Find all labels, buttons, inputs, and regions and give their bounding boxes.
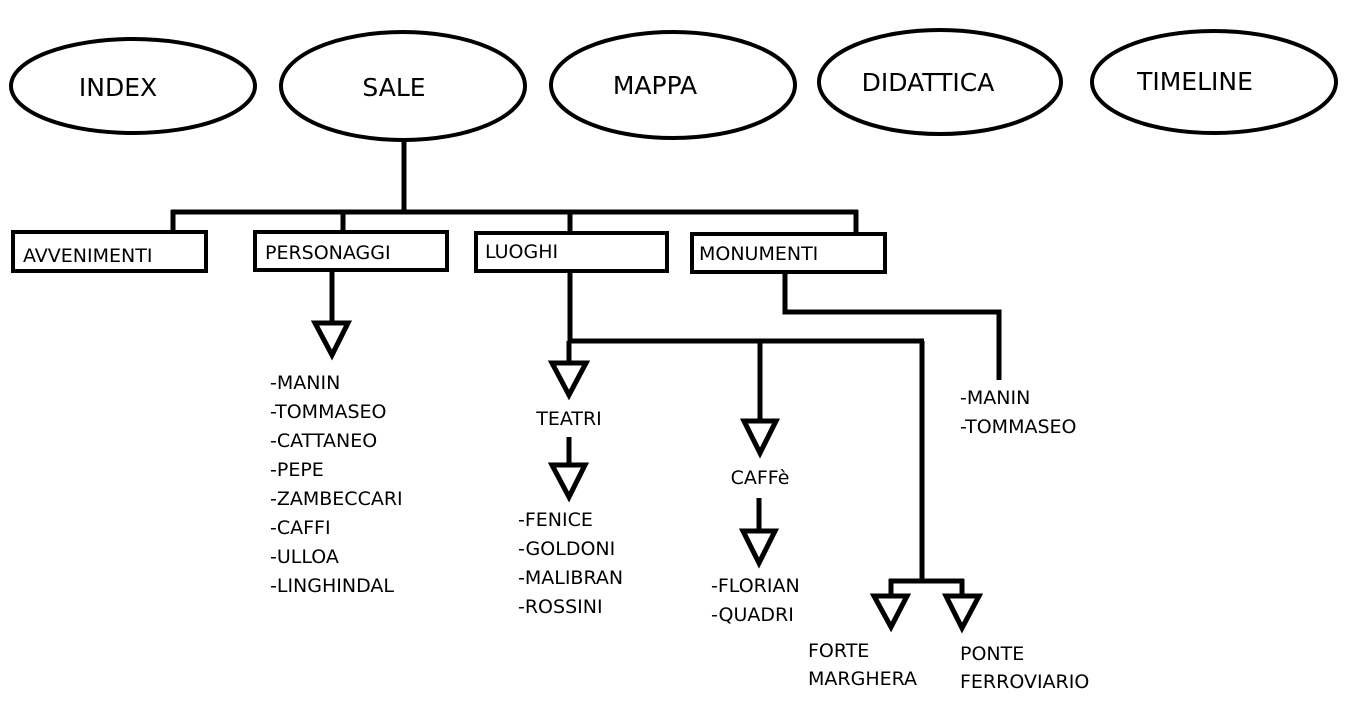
nav-timeline-label: TIMELINE	[1136, 67, 1253, 96]
luoghi-arrows	[547, 360, 984, 634]
list-item: -FENICE	[518, 509, 593, 531]
section-monumenti[interactable]: MONUMENTI	[690, 232, 887, 274]
teatri-arrow	[547, 360, 591, 401]
ponte-line1: PONTE	[960, 643, 1024, 665]
list-item: -ULLOA	[270, 546, 339, 568]
list-item: -GOLDONI	[518, 538, 615, 560]
list-item: -MANIN	[960, 387, 1030, 409]
nav-mappa-ellipse	[549, 30, 797, 140]
nav-sale[interactable]: SALE	[279, 30, 527, 142]
list-item: -TOMMASEO	[270, 401, 386, 423]
caffe-list: -FLORIAN -QUADRI	[711, 575, 800, 626]
personaggi-list: -MANIN -TOMMASEO -CATTANEO -PEPE -ZAMBEC…	[270, 372, 403, 597]
section-avvenimenti[interactable]: AVVENIMENTI	[11, 230, 208, 273]
nav-index[interactable]: INDEX	[9, 37, 257, 135]
nav-mappa-label: MAPPA	[613, 71, 697, 100]
list-item: -QUADRI	[711, 604, 794, 626]
monumenti-list: -MANIN -TOMMASEO	[960, 387, 1076, 438]
nav-didattica-label: DIDATTICA	[862, 68, 995, 97]
teatri-sub-arrow	[547, 437, 590, 503]
list-item: -PEPE	[270, 459, 324, 481]
nav-mappa[interactable]: MAPPA	[549, 30, 797, 140]
nav-didattica-ellipse	[817, 28, 1063, 136]
monumenti-connector	[782, 272, 1002, 380]
teatri-list: -FENICE -GOLDONI -MALIBRAN -ROSSINI	[518, 509, 623, 618]
list-item: -FLORIAN	[711, 575, 800, 597]
ponte-arrow	[941, 593, 984, 634]
list-item: -LINGHINDAL	[270, 575, 394, 597]
nav-didattica[interactable]: DIDATTICA	[817, 28, 1063, 136]
section-luoghi-label: LUOGHI	[485, 241, 558, 263]
ponte-ferroviario[interactable]: PONTE FERROVIARIO	[960, 643, 1089, 693]
list-item: -CAFFI	[270, 517, 331, 539]
list-item: -TOMMASEO	[960, 416, 1076, 438]
section-avvenimenti-label: AVVENIMENTI	[23, 245, 152, 267]
forte-line2: MARGHERA	[808, 668, 917, 690]
teatri-label[interactable]: TEATRI	[535, 408, 602, 430]
nav-timeline[interactable]: TIMELINE	[1090, 29, 1338, 135]
list-item: -CATTANEO	[270, 430, 377, 452]
luoghi-connectors	[566, 271, 965, 595]
nav-index-label: INDEX	[79, 73, 157, 102]
nav-timeline-ellipse	[1090, 29, 1338, 135]
section-luoghi[interactable]: LUOGHI	[474, 231, 669, 273]
section-monumenti-label: MONUMENTI	[699, 243, 818, 265]
caffe-arrow	[739, 418, 781, 459]
nav-index-ellipse	[9, 37, 257, 135]
list-item: -MANIN	[270, 372, 340, 394]
list-item: -ROSSINI	[518, 596, 603, 618]
section-personaggi-label: PERSONAGGI	[265, 242, 391, 264]
caffe-label[interactable]: CAFFè	[731, 467, 790, 489]
list-item: -MALIBRAN	[518, 567, 623, 589]
caffe-sub-arrow	[738, 498, 780, 569]
forte-arrow	[869, 593, 912, 633]
ponte-line2: FERROVIARIO	[960, 671, 1089, 693]
forte-line1: FORTE	[808, 640, 869, 662]
forte-marghera[interactable]: FORTE MARGHERA	[808, 640, 917, 690]
list-item: -ZAMBECCARI	[270, 488, 403, 510]
sale-connectors	[170, 140, 859, 234]
personaggi-arrow	[310, 270, 353, 361]
nav-sale-label: SALE	[362, 73, 425, 102]
section-personaggi[interactable]: PERSONAGGI	[253, 230, 449, 272]
